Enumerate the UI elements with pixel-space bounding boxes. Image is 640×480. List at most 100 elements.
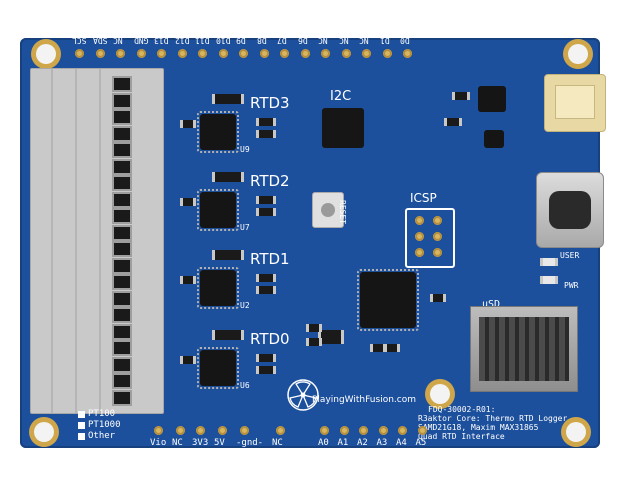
rtd-channel-label: RTD3 [250,94,290,112]
icsp-header[interactable] [405,208,455,268]
analog-header-pin[interactable] [417,426,427,435]
top-header-pin[interactable] [239,49,248,58]
pwr-led-label: PWR [564,281,579,290]
top-header-pin[interactable] [75,49,84,58]
top-header-label: D1 [379,36,390,45]
top-header-pin[interactable] [280,49,289,58]
i2c-label: I2C [330,89,352,104]
top-header-pin[interactable] [198,49,207,58]
analog-header-pin[interactable] [378,426,388,435]
terminal-screw[interactable] [112,125,132,142]
rtd-resistor [212,250,244,260]
rtd-filter [180,198,196,206]
analog-header-label: A2 [357,438,368,448]
top-header-label: D9 [236,36,246,45]
legend-label: PT1000 [88,420,121,430]
reset-button[interactable] [312,192,344,228]
terminal-screw[interactable] [112,323,132,340]
top-header-pin[interactable] [95,49,105,58]
terminal-screw[interactable] [112,142,132,158]
mounting-hole-mid [430,384,450,404]
analog-header-pin[interactable] [320,426,329,435]
resistor-r1 [444,118,462,126]
top-header-pin[interactable] [382,49,392,58]
regulator-u5 [484,130,504,148]
terminal-screw[interactable] [112,109,132,125]
terminal-screw[interactable] [112,191,132,208]
brand-text: PlayingWithFusion.com [312,395,416,405]
bottom-header-pin[interactable] [154,426,163,435]
terminal-screw[interactable] [112,208,132,224]
analog-header-pin[interactable] [339,426,349,435]
terminal-screw[interactable] [112,356,132,373]
top-header-label: D8 [256,36,267,45]
rtd-chip-label: U9 [240,145,250,154]
terminal-screw[interactable] [112,224,132,241]
terminal-screw[interactable] [112,257,132,274]
battery-connector[interactable] [544,74,606,132]
top-header-label: D0 [400,36,410,45]
top-header-pin[interactable] [362,49,371,58]
terminal-screw[interactable] [112,290,132,307]
rtd-filter [180,356,196,364]
rtd-converter-chip [197,189,239,231]
top-header-pin[interactable] [157,49,166,58]
mounting-hole-bottom-right [566,422,586,442]
analog-header-pin[interactable] [359,426,368,435]
bottom-header-pin[interactable] [240,426,249,435]
terminal-screw[interactable] [112,307,132,323]
rtd-channel-label: RTD0 [250,330,290,348]
rtd-cap [256,286,276,294]
bottom-header-pin[interactable] [276,426,285,435]
terminal-screw[interactable] [112,158,132,175]
rtd-cap [256,196,276,204]
cap-c7 [430,294,446,302]
rtd-converter-chip [197,267,239,309]
top-header-pin[interactable] [341,49,351,58]
terminal-screw[interactable] [112,175,132,191]
analog-header-label: A4 [396,438,407,448]
rtd-cap [256,354,276,362]
analog-header-pin[interactable] [398,426,407,435]
cap-c15 [306,338,322,346]
bottom-header-pin[interactable] [218,426,227,435]
top-header-pin[interactable] [321,49,330,58]
bottom-header-pin[interactable] [176,426,185,435]
bottom-header-pin[interactable] [196,426,205,435]
usd-label: uSD [482,299,501,310]
legend-checkbox [78,411,85,418]
terminal-screw[interactable] [112,92,132,109]
terminal-screw[interactable] [112,241,132,257]
rtd-converter-chip [197,347,239,389]
bottom-header-label: 3V3 [192,438,209,448]
terminal-screw[interactable] [112,389,132,406]
bottom-header-label: NC [272,438,283,448]
top-header-pin[interactable] [116,49,125,58]
top-header-pin[interactable] [136,49,146,58]
terminal-screw[interactable] [112,340,132,356]
top-header-pin[interactable] [300,49,310,58]
usb-c-port[interactable] [536,172,604,248]
terminal-screw[interactable] [112,373,132,389]
top-header-pin[interactable] [218,49,228,58]
top-header-pin[interactable] [259,49,269,58]
top-header-pin[interactable] [177,49,187,58]
info-line: R3aktor Core: Thermo RTD Logger [418,414,568,423]
reset-label: RESET [338,200,347,225]
i2c-connector[interactable] [322,108,364,148]
rtd-chip-label: U6 [240,381,250,390]
bottom-header-label: -gnd- [236,438,264,448]
bottom-header-label: NC [172,438,183,448]
cap-c12 [452,92,470,100]
top-header-label: GND [133,36,148,45]
pwr-led [540,276,558,284]
mounting-hole-top-right [568,44,588,64]
terminal-screw[interactable] [112,274,132,290]
microsd-slot[interactable] [470,306,578,392]
mcu-chip [357,269,419,331]
rtd-cap [256,208,276,216]
bottom-header-label: 5V [214,438,225,448]
crystal [318,330,344,344]
top-header-pin[interactable] [403,49,412,58]
terminal-screw[interactable] [112,76,132,92]
